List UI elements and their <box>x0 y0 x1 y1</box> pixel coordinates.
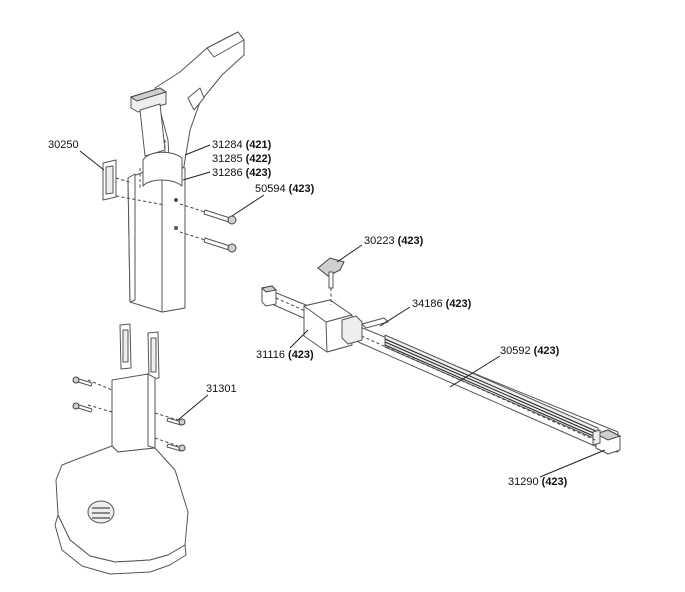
quantity: (423) <box>445 298 472 310</box>
leader-31284 <box>184 144 211 156</box>
quantity: (421) <box>245 139 272 151</box>
leader-31286 <box>182 171 211 181</box>
quantity: (423) <box>288 183 315 195</box>
label-31285: 31285 (422) <box>212 153 271 165</box>
label-34186: 34186 (423) <box>412 298 471 310</box>
lower-tower-assembly <box>54 323 189 575</box>
tower-top-assembly <box>129 31 245 176</box>
label-30223: 30223 (423) <box>364 235 423 247</box>
part-number: 31285 <box>212 153 243 165</box>
part-number: 30223 <box>364 235 395 247</box>
quantity: (423) <box>397 235 424 247</box>
quantity: (423) <box>533 345 560 357</box>
part-number: 31290 <box>508 476 539 488</box>
label-30250: 30250 <box>48 139 79 151</box>
label-31116: 31116 (423) <box>256 349 314 361</box>
label-31284: 31284 (421) <box>212 139 271 151</box>
leader-34186 <box>379 306 411 327</box>
part-number: 31286 <box>212 167 243 179</box>
quantity: (423) <box>288 349 314 361</box>
leader-31290 <box>539 449 606 478</box>
leader-31301 <box>177 394 209 421</box>
quantity: (423) <box>541 476 568 488</box>
part-number: 31116 <box>256 349 285 361</box>
leader-30250 <box>79 150 105 171</box>
part-number: 31284 <box>212 139 243 151</box>
part-number: 30592 <box>500 345 531 357</box>
part-number: 30250 <box>48 139 79 151</box>
part-number: 50594 <box>255 183 286 195</box>
leader-50594 <box>231 194 265 217</box>
quantity: (422) <box>245 153 272 165</box>
clamp-31116 <box>303 299 389 353</box>
label-30592: 30592 (423) <box>500 345 559 357</box>
label-50594: 50594 (423) <box>255 183 314 195</box>
label-31301: 31301 <box>206 383 237 395</box>
leader-31116 <box>289 329 309 349</box>
label-31290: 31290 (423) <box>508 476 567 488</box>
knob-30223 <box>317 257 345 305</box>
part-number: 34186 <box>412 298 443 310</box>
part-number: 31301 <box>206 383 237 395</box>
quantity: (423) <box>245 167 272 179</box>
leader-30592 <box>449 355 501 388</box>
label-31286: 31286 (423) <box>212 167 271 179</box>
screws-50594 <box>179 203 237 253</box>
leader-30223 <box>336 244 363 263</box>
plate-30250 <box>102 159 166 206</box>
upright-channel <box>127 140 186 313</box>
